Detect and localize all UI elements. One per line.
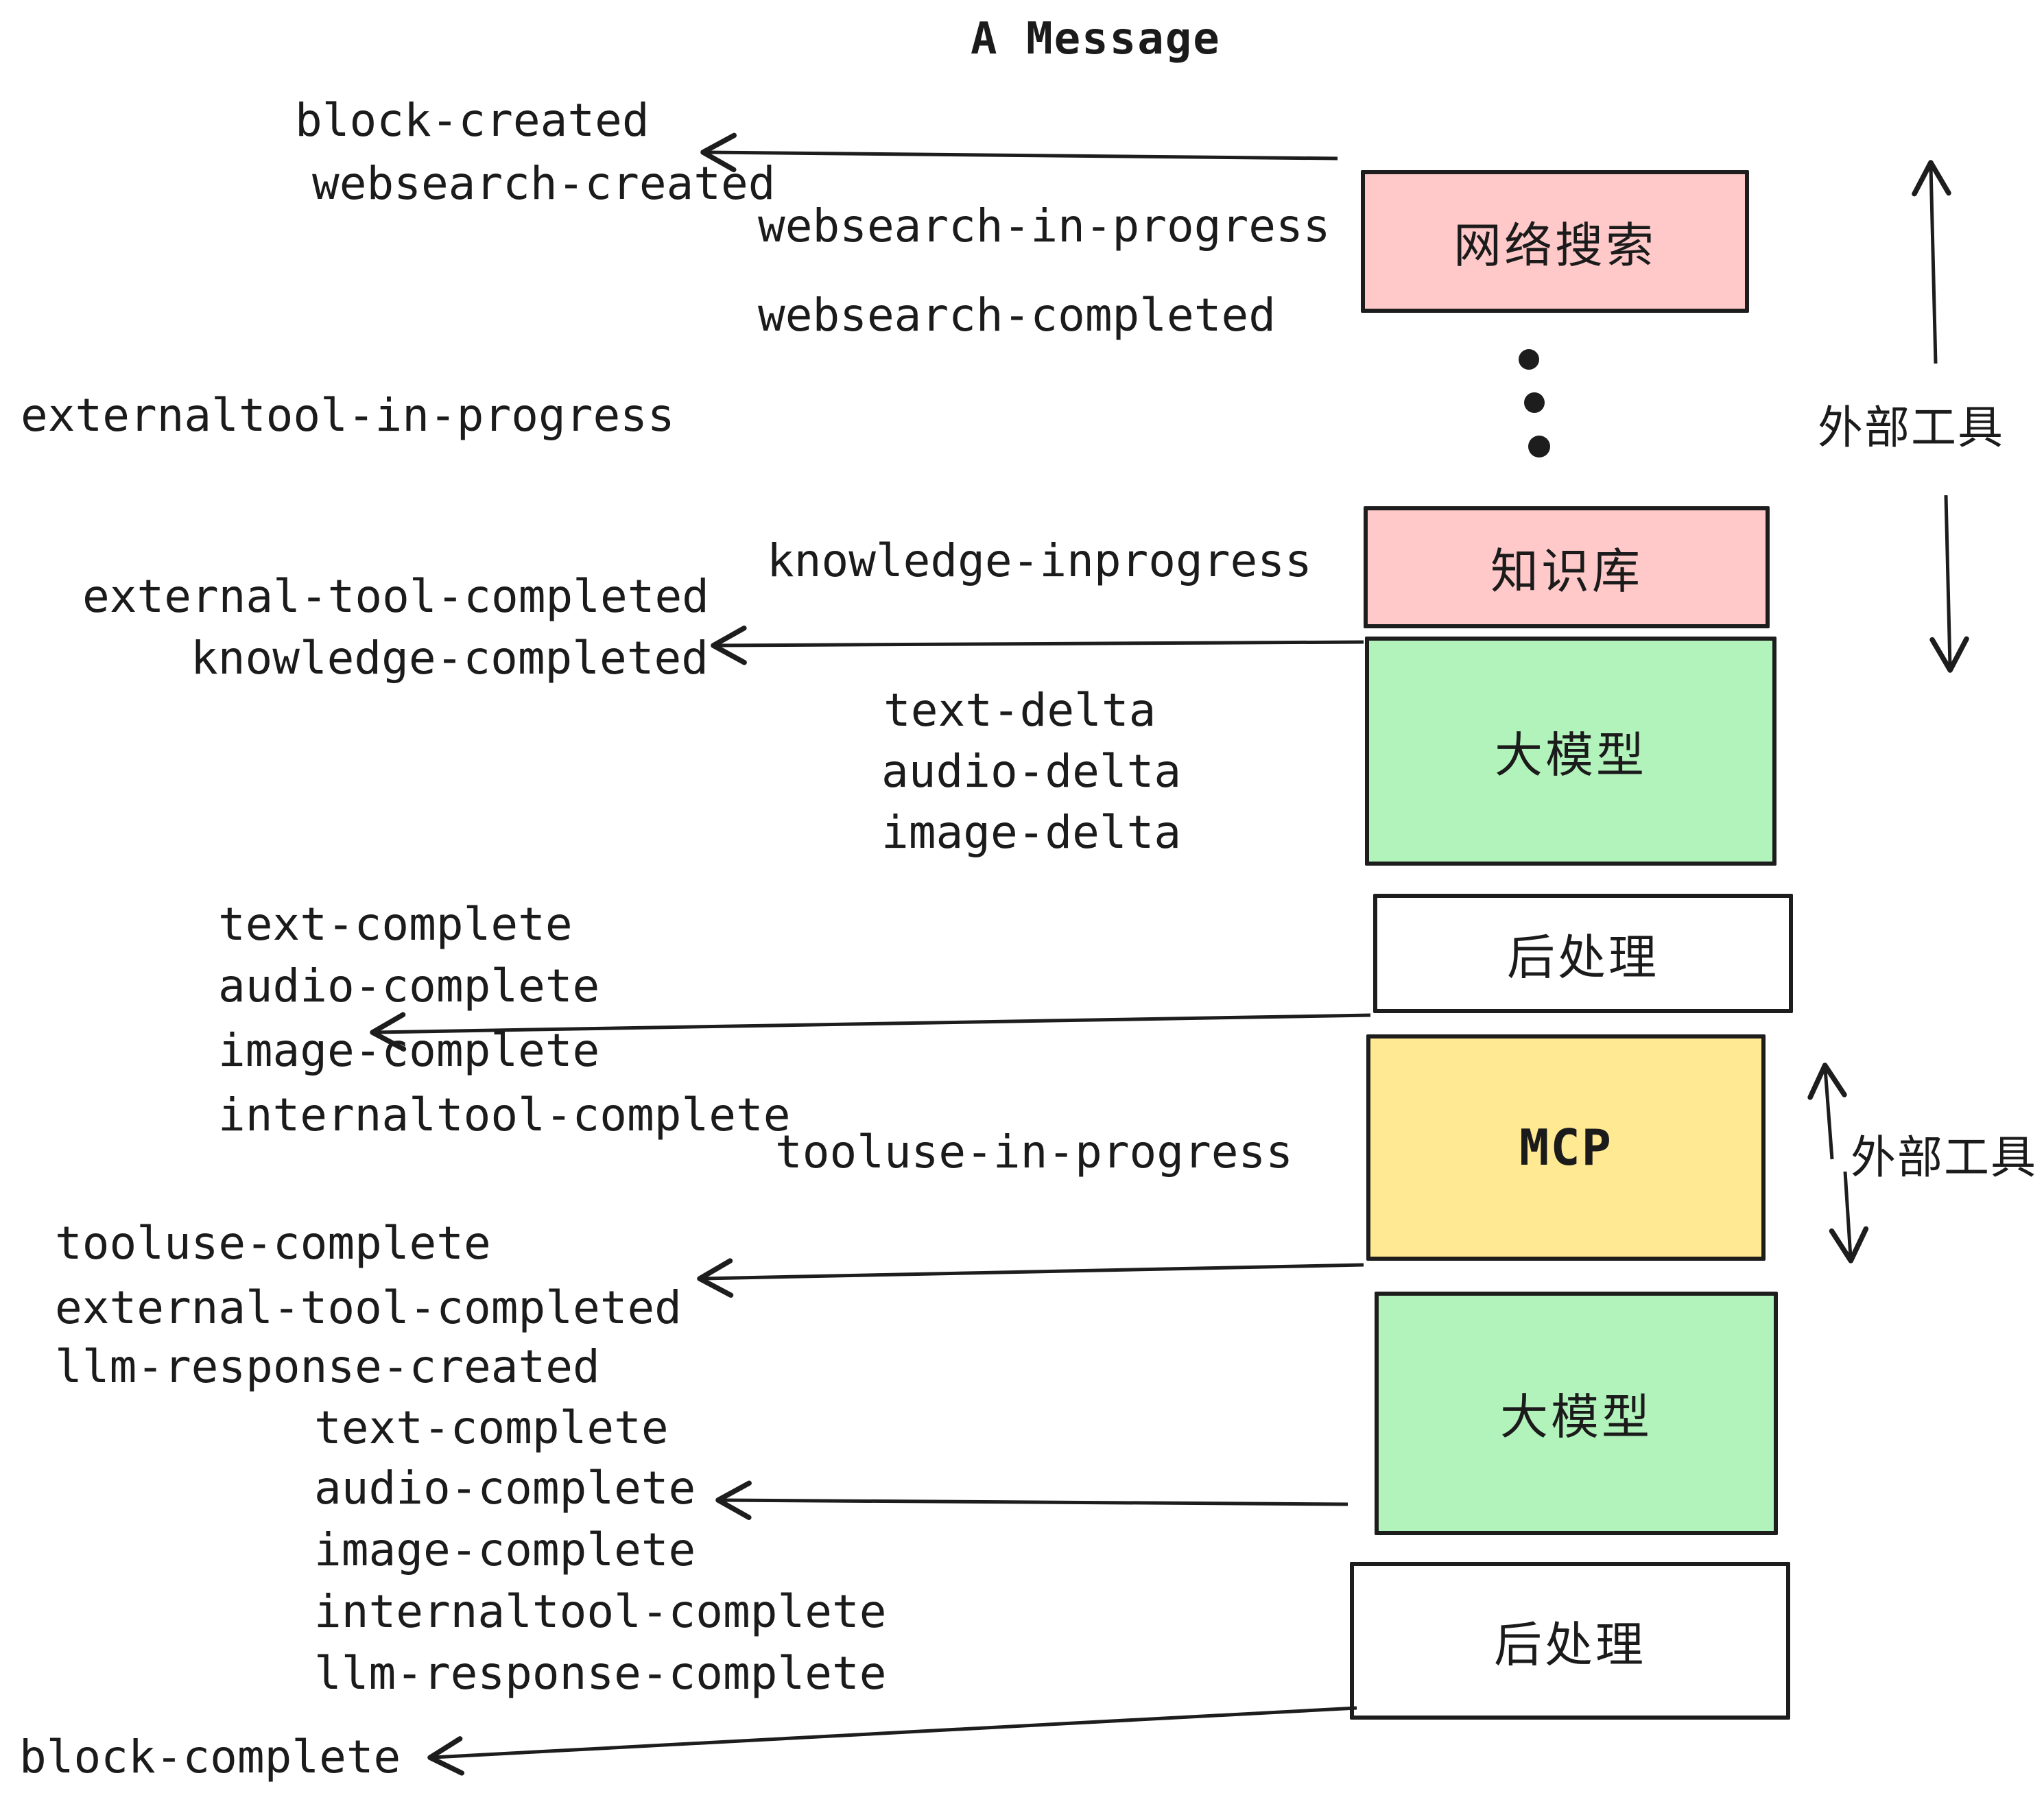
event-label-websearch-completed: websearch-completed [758,289,1276,342]
arrow-llm2-to-complete-events [715,1480,1348,1521]
event-label-audio-complete-2: audio-complete [314,1462,696,1515]
arrow-external-tools-up-1 [1912,160,1951,364]
node-websearch-label: 网络搜索 [1453,217,1656,274]
event-label-external-tool-completed: external-tool-completed [82,570,709,623]
diagram-title: A Message [971,14,1221,64]
event-label-llm-response-complete: llm-response-complete [314,1647,887,1700]
node-knowledge-label: 知识库 [1490,543,1643,600]
event-label-websearch-in-progress: websearch-in-progress [758,200,1331,252]
vertical-ellipsis-icon [1519,349,1550,458]
event-label-websearch-created: websearch-created [312,157,776,210]
event-label-audio-complete: audio-complete [218,960,600,1012]
node-post-2: 后处理 [1350,1562,1790,1720]
event-label-image-complete: image-complete [218,1024,600,1077]
node-mcp: MCP [1366,1034,1766,1261]
arrow-post2-to-block-complete [427,1706,1357,1776]
side-label-external-tools-2: 外部工具 [1851,1131,2037,1184]
arrow-llm1-to-completed-events [711,626,1364,665]
arrow-external-tools-down-1 [1929,495,1969,673]
event-label-tooluse-complete: tooluse-complete [55,1217,491,1270]
arrow-websearch-to-created-events [700,132,1338,173]
event-label-image-delta: image-delta [881,806,1182,859]
node-websearch: 网络搜索 [1361,170,1749,313]
event-label-externaltool-in-progress: externaltool-in-progress [21,389,675,442]
event-label-text-complete-2: text-complete [314,1401,669,1454]
event-label-block-complete: block-complete [19,1731,401,1783]
event-label-knowledge-inprogress: knowledge-inprogress [767,534,1312,587]
node-post-2-label: 后处理 [1494,1616,1646,1673]
node-knowledge: 知识库 [1364,506,1770,628]
arrow-external-tools-down-2 [1829,1171,1869,1263]
node-llm-1-label: 大模型 [1495,726,1647,783]
event-label-audio-delta: audio-delta [881,745,1182,798]
arrow-external-tools-up-2 [1807,1063,1847,1160]
event-label-image-complete-2: image-complete [314,1523,696,1576]
event-label-external-tool-completed-2: external-tool-completed [55,1281,682,1334]
event-label-llm-response-created: llm-response-created [55,1340,600,1393]
node-llm-2-label: 大模型 [1500,1389,1652,1445]
node-post-1: 后处理 [1373,894,1793,1013]
event-label-knowledge-completed: knowledge-completed [191,632,709,685]
node-post-1-label: 后处理 [1507,929,1659,986]
side-label-external-tools-1: 外部工具 [1818,401,2004,454]
event-label-block-created: block-created [295,94,650,147]
event-label-tooluse-in-progress: tooluse-in-progress [775,1126,1293,1178]
event-label-internaltool-complete: internaltool-complete [218,1089,791,1141]
node-llm-1: 大模型 [1365,637,1776,866]
event-label-text-delta: text-delta [883,684,1156,737]
event-label-text-complete: text-complete [218,898,573,951]
node-mcp-label: MCP [1519,1119,1613,1176]
event-label-internaltool-complete-2: internaltool-complete [314,1585,887,1638]
node-llm-2: 大模型 [1375,1292,1778,1535]
arrow-mcp-to-tooluse-events [697,1258,1364,1298]
